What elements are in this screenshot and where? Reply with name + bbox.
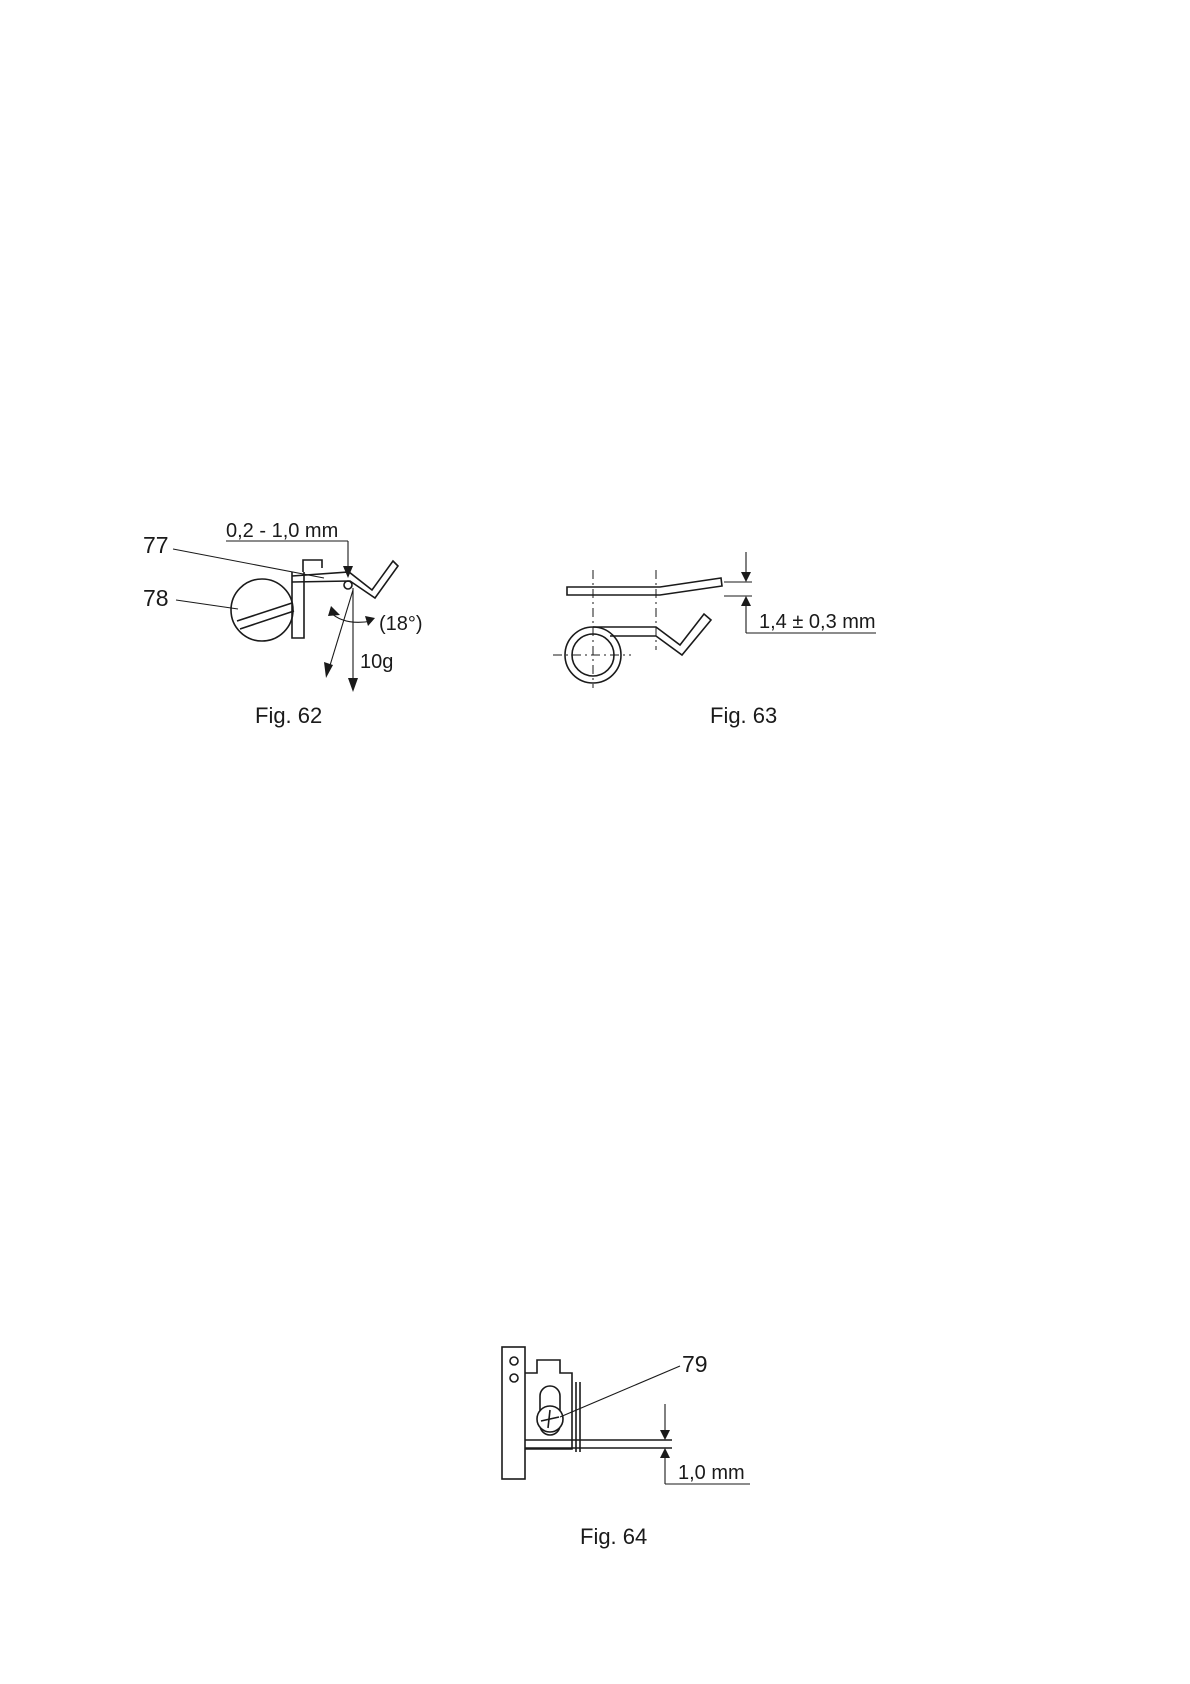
force-arrows: 10g <box>324 588 393 692</box>
callout-77: 77 <box>143 532 169 558</box>
spring-coil <box>565 614 711 683</box>
force-label: 10g <box>360 651 393 673</box>
callout-79: 79 <box>682 1351 708 1377</box>
fig-63-caption: Fig. 63 <box>710 703 777 728</box>
callout-78: 78 <box>143 585 169 611</box>
figure-63: 1,4 ± 0,3 mm Fig. 63 <box>553 552 876 728</box>
figure-62: 0,2 - 1,0 mm 10g (18°) 77 78 Fig. 62 <box>143 520 423 728</box>
gap-dimension-label: 0,2 - 1,0 mm <box>226 520 338 542</box>
fig-62-caption: Fig. 62 <box>255 703 322 728</box>
screw <box>537 1406 563 1432</box>
figure-64: 79 1,0 mm Fig. 64 <box>502 1347 750 1549</box>
bracket <box>292 560 322 638</box>
dimension-gap: 0,2 - 1,0 mm <box>226 520 353 578</box>
side-plate <box>502 1347 525 1479</box>
spring-top-view <box>567 578 722 595</box>
dimension-clearance: 1,0 mm <box>660 1404 750 1484</box>
angle-marker: (18°) <box>328 606 423 635</box>
fig-64-caption: Fig. 64 <box>580 1524 647 1549</box>
angle-label: (18°) <box>379 613 423 635</box>
height-dimension-label: 1,4 ± 0,3 mm <box>759 611 876 633</box>
dimension-height: 1,4 ± 0,3 mm <box>724 552 876 633</box>
clearance-dimension-label: 1,0 mm <box>678 1462 745 1484</box>
callout-79-leader <box>560 1366 680 1417</box>
cam-disc <box>231 579 294 641</box>
